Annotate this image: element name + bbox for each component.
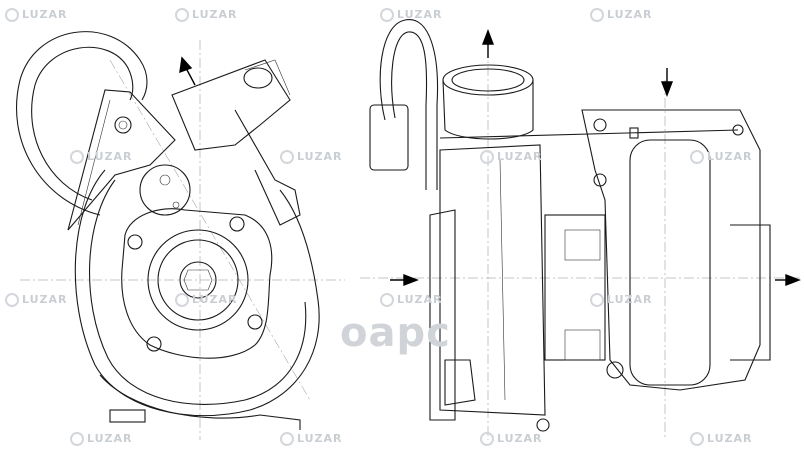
watermark-logo: LUZAR <box>5 293 68 307</box>
oil-fitting-core <box>118 120 128 130</box>
compressor-inlet-inner <box>451 68 525 92</box>
watermark-logo: LUZAR <box>590 8 653 22</box>
watermark-logo: LUZAR <box>380 293 443 307</box>
watermark-logo: LUZAR <box>175 8 238 22</box>
hub-nut <box>183 269 213 291</box>
turbine-scroll <box>629 139 711 386</box>
actuator-rod <box>439 129 739 139</box>
bolt-hole-3 <box>247 314 263 330</box>
watermark-logo: LUZAR <box>175 293 238 307</box>
compressor-housing-rib <box>499 159 506 401</box>
front-view <box>16 31 345 440</box>
upper-boss-hole <box>159 174 171 186</box>
watermark-logo: LUZAR <box>70 150 133 164</box>
compressor-housing <box>439 144 546 416</box>
side-sensor-block <box>369 104 409 171</box>
turbine-outlet <box>730 224 771 361</box>
mount-bracket <box>67 89 176 231</box>
watermark-logo: LUZAR <box>280 432 343 446</box>
exhaust-outlet-arrow <box>775 273 801 287</box>
compressor-flange <box>429 209 456 421</box>
watermark-logo: LUZAR <box>690 150 753 164</box>
outlet-arrow-front <box>179 56 196 86</box>
air-inlet-arrow <box>390 273 419 287</box>
band-clamp <box>99 374 301 430</box>
flange-port <box>243 67 273 89</box>
watermark-logo: LUZAR <box>280 150 343 164</box>
bracket-edge <box>77 99 111 226</box>
turbine-housing <box>581 109 761 391</box>
actuator-clip <box>629 127 639 139</box>
oil-hose-outer <box>16 31 148 216</box>
outlet-arrow-side <box>481 29 495 58</box>
turbine-bolt-3 <box>606 361 624 379</box>
watermark-logo: LUZAR <box>5 8 68 22</box>
wheel-ring-middle <box>157 239 239 321</box>
bearing-section-lower <box>564 329 601 361</box>
upper-boss <box>139 164 191 216</box>
bolt-hole-1 <box>127 234 143 250</box>
volute-outer <box>74 169 320 417</box>
side-hose-outer <box>379 19 439 190</box>
bearing-section-upper <box>564 229 601 261</box>
flange-lip <box>244 59 291 96</box>
watermark-logo: LUZAR <box>480 432 543 446</box>
exhaust-inlet-arrow <box>660 68 674 97</box>
wheel-ring-outer <box>147 229 249 331</box>
bearing-housing <box>544 214 606 361</box>
volute-inner <box>89 179 307 405</box>
drain-fitting <box>536 418 550 432</box>
wheel-hub <box>179 261 217 299</box>
side-view <box>360 19 801 440</box>
turbine-bolt-2 <box>593 173 607 187</box>
watermark-logo: LUZAR <box>380 8 443 22</box>
actuator-rod-end <box>732 124 744 136</box>
outlet-flange <box>171 59 291 151</box>
side-hose-inner <box>391 31 428 190</box>
oil-hose-inner <box>31 46 134 201</box>
upper-boss-pin <box>172 201 180 209</box>
oil-fitting <box>114 116 132 134</box>
compressor-outlet-stub <box>444 359 476 406</box>
turbine-bolt-1 <box>593 118 607 132</box>
actuator-arm <box>234 109 301 226</box>
center-watermark: oapc <box>340 310 451 356</box>
bolt-hole-2 <box>229 216 245 232</box>
watermark-logo: LUZAR <box>690 432 753 446</box>
center-housing <box>121 208 273 359</box>
watermark-logo: LUZAR <box>590 293 653 307</box>
bolt-hole-4 <box>146 336 162 352</box>
front-diagonal-centerline <box>109 59 311 401</box>
watermark-logo: LUZAR <box>480 150 543 164</box>
watermark-logo: LUZAR <box>70 432 133 446</box>
compressor-inlet-neck <box>442 79 534 140</box>
clamp-buckle <box>109 409 146 423</box>
